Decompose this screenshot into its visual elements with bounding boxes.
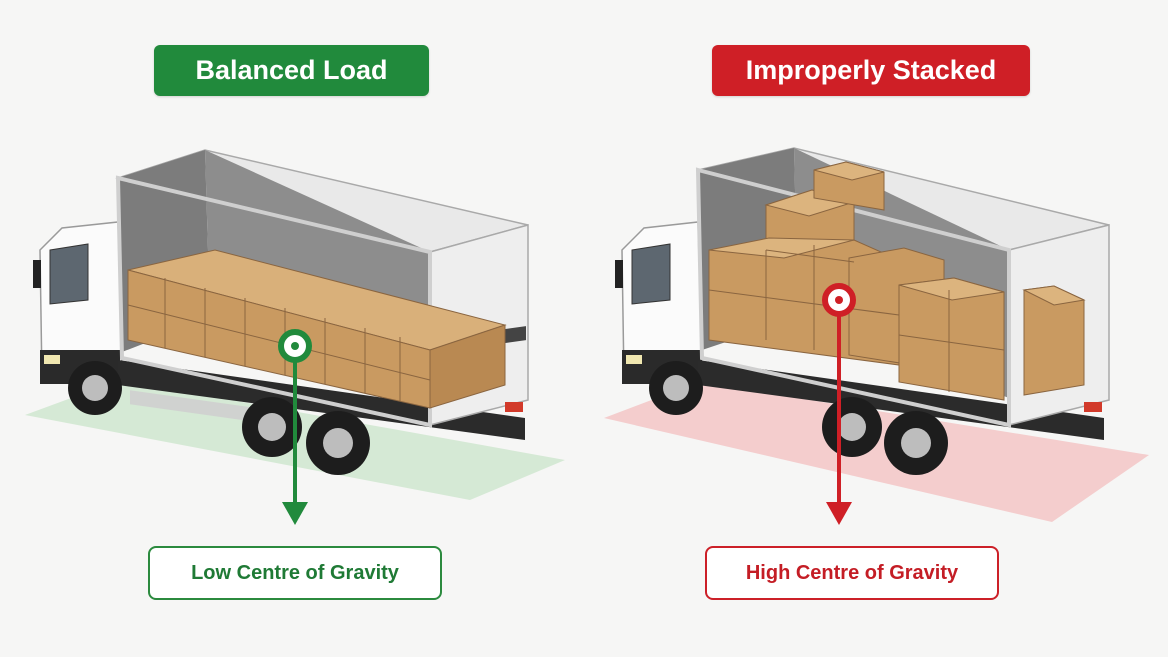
truck-cab: [33, 221, 123, 384]
cargo-boxes-high: [708, 161, 1086, 401]
centre-of-gravity-marker-low: [278, 329, 312, 525]
balanced-load-panel: Balanced Load: [25, 45, 565, 600]
improperly-stacked-title: Improperly Stacked: [712, 45, 1030, 96]
balanced-load-title: Balanced Load: [154, 45, 429, 96]
centre-of-gravity-marker-high: [822, 283, 856, 525]
truck-wheels: [68, 361, 370, 475]
truck-cab: [615, 221, 703, 384]
balanced-truck-illustration: [25, 149, 565, 525]
improperly-stacked-panel: Improperly Stacked: [584, 0, 1168, 657]
cargo-boxes-low: [127, 249, 507, 409]
high-centre-of-gravity-label: High Centre of Gravity: [705, 546, 999, 600]
low-centre-of-gravity-label: Low Centre of Gravity: [148, 546, 442, 600]
ground-shadow: [604, 382, 1149, 522]
unbalanced-truck-illustration: [604, 147, 1149, 525]
